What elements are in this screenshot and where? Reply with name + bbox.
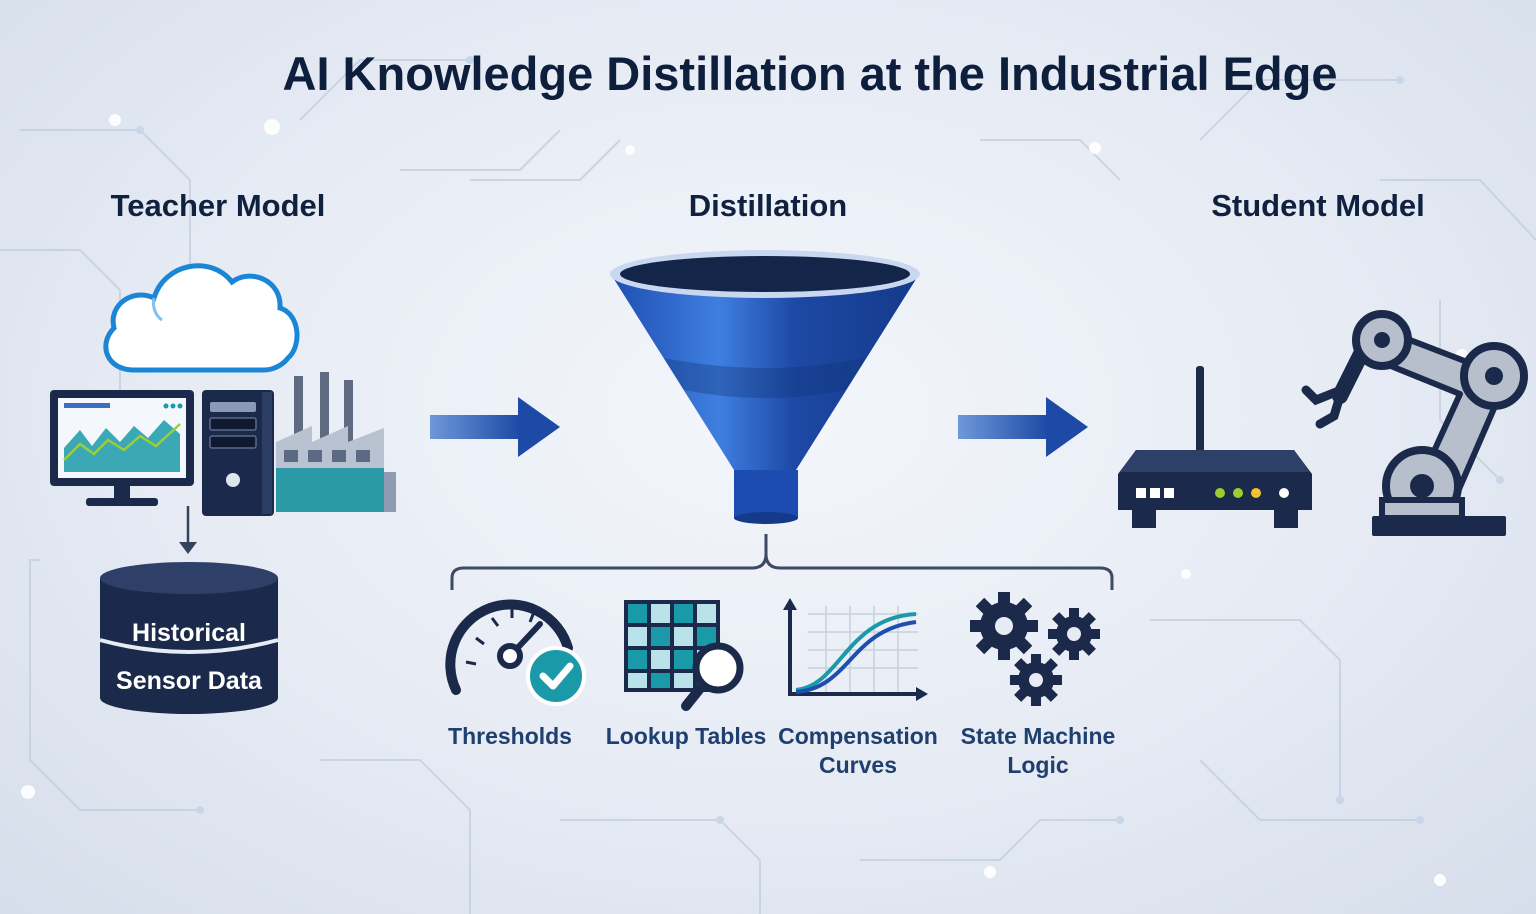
output-label-state-machine-logic: State Machine Logic	[960, 723, 1116, 778]
right-arrow-icon	[958, 397, 1088, 457]
right-arrow-icon	[430, 397, 560, 457]
down-arrow-icon	[179, 506, 197, 554]
robot-arm-icon	[1301, 310, 1528, 536]
gears-icon	[970, 592, 1100, 706]
gauge-check-icon	[445, 599, 586, 706]
database-label-line2: Sensor Data	[116, 667, 262, 695]
database-icon	[99, 562, 279, 714]
student-model-label: Student Model	[1211, 188, 1425, 223]
output-bracket	[450, 534, 1114, 590]
output-label-compensation-curves: Compensation Curves	[778, 723, 938, 778]
server-tower-icon	[202, 390, 274, 516]
monitor-icon	[50, 390, 194, 506]
teacher-model-label: Teacher Model	[110, 188, 326, 223]
cloud-icon	[103, 263, 300, 373]
page-title: AI Knowledge Distillation at the Industr…	[282, 47, 1338, 100]
distillation-funnel-icon	[610, 250, 920, 524]
output-label-lookup-tables: Lookup Tables	[605, 723, 767, 749]
edge-router-icon	[1118, 366, 1312, 528]
output-label-thresholds: Thresholds	[448, 723, 572, 749]
database-label-line1: Historical	[132, 619, 246, 647]
table-search-icon	[624, 600, 744, 711]
curve-chart-icon	[783, 598, 928, 701]
factory-icon	[276, 372, 396, 512]
distillation-label: Distillation	[688, 188, 848, 223]
